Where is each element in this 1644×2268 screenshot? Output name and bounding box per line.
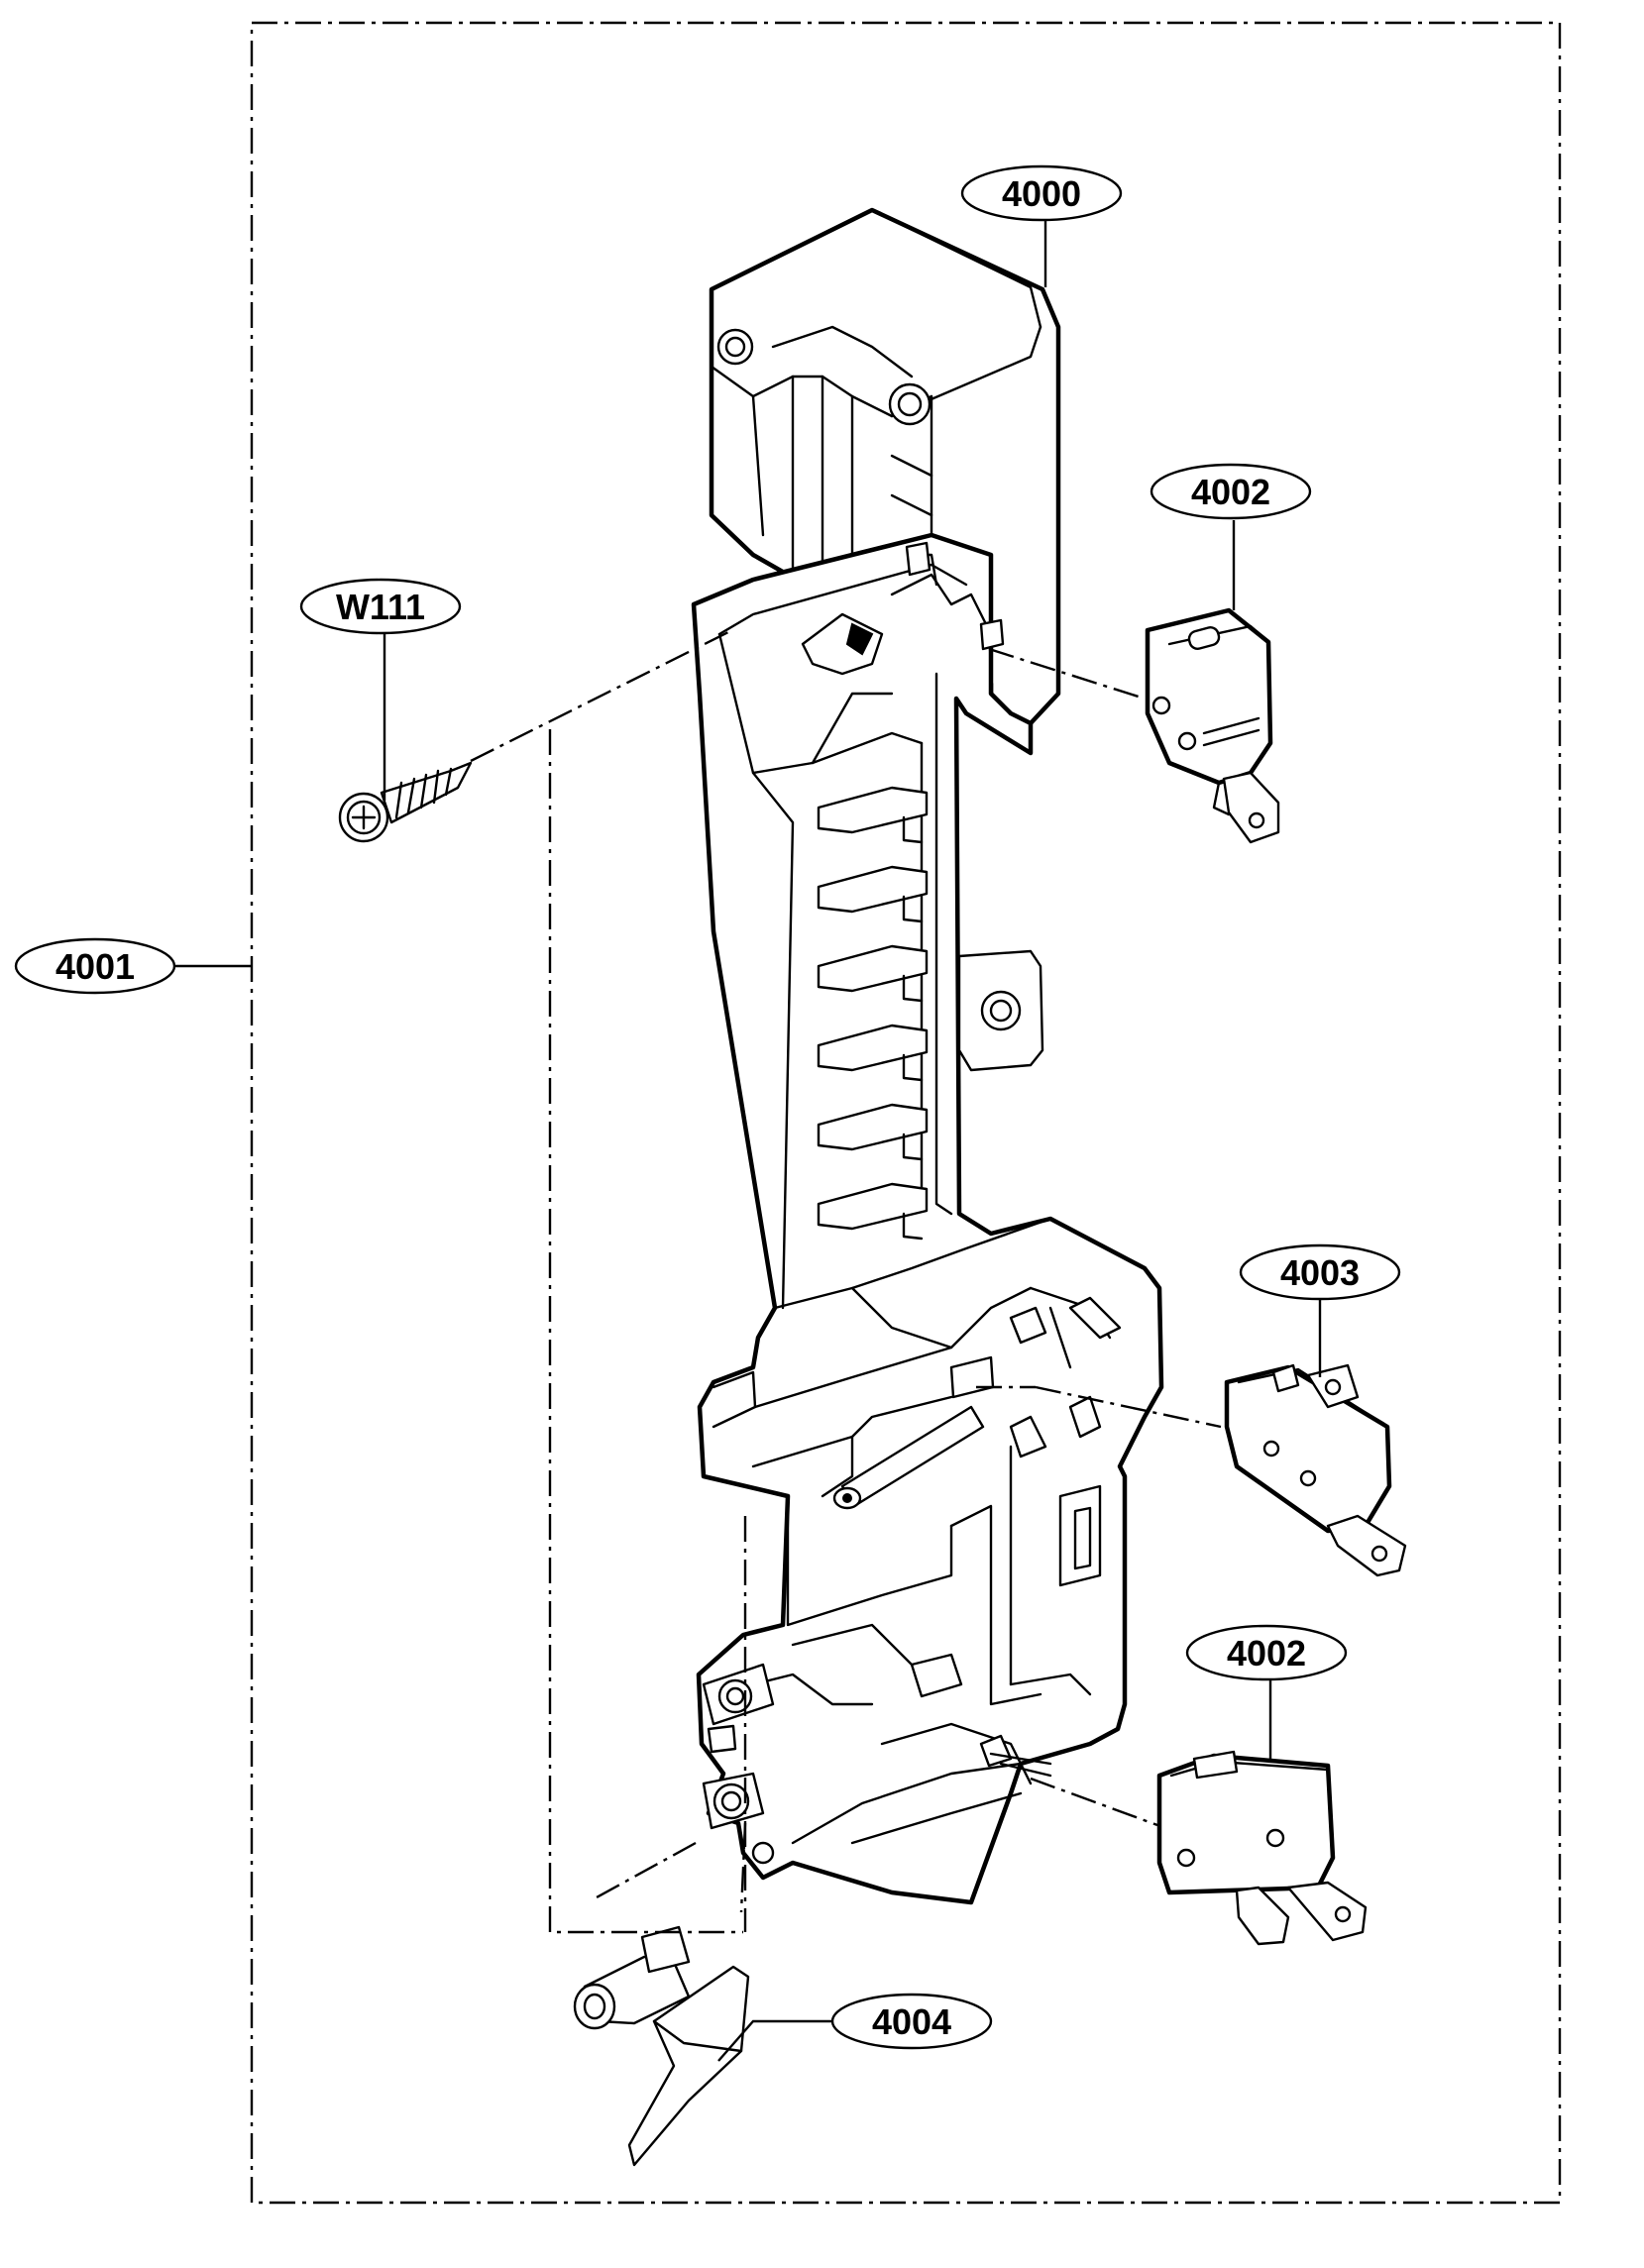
svg-text:W111: W111 — [336, 587, 425, 627]
screw-w111 — [338, 761, 473, 843]
switch-4002-bottom — [1156, 1750, 1368, 1946]
assembly-boundary-frame — [250, 21, 1562, 2205]
leader-lines — [170, 220, 1322, 2062]
svg-text:4004: 4004 — [872, 2001, 951, 2042]
svg-text:4001: 4001 — [55, 946, 135, 987]
latch-board-4000 — [691, 207, 1164, 1905]
latch-ribs — [817, 786, 929, 1241]
callout-4002-top: 4002 — [1150, 463, 1312, 520]
callout-4002-bottom: 4002 — [1185, 1624, 1348, 1681]
svg-text:4002: 4002 — [1227, 1633, 1306, 1674]
lever-4004 — [573, 1925, 750, 2167]
switch-4003 — [1224, 1363, 1407, 1577]
callout-4000: 4000 — [960, 164, 1123, 222]
svg-text:4000: 4000 — [1002, 173, 1081, 214]
switch-4002-top — [1145, 607, 1280, 844]
callout-4001: 4001 — [14, 937, 176, 995]
callout-4003: 4003 — [1239, 1243, 1401, 1301]
svg-text:4003: 4003 — [1280, 1252, 1360, 1293]
callout-4004: 4004 — [830, 1993, 993, 2050]
callout-w111: W111 — [299, 578, 462, 635]
assembly-dashed-lines — [470, 630, 1222, 1934]
svg-text:4002: 4002 — [1191, 472, 1270, 512]
